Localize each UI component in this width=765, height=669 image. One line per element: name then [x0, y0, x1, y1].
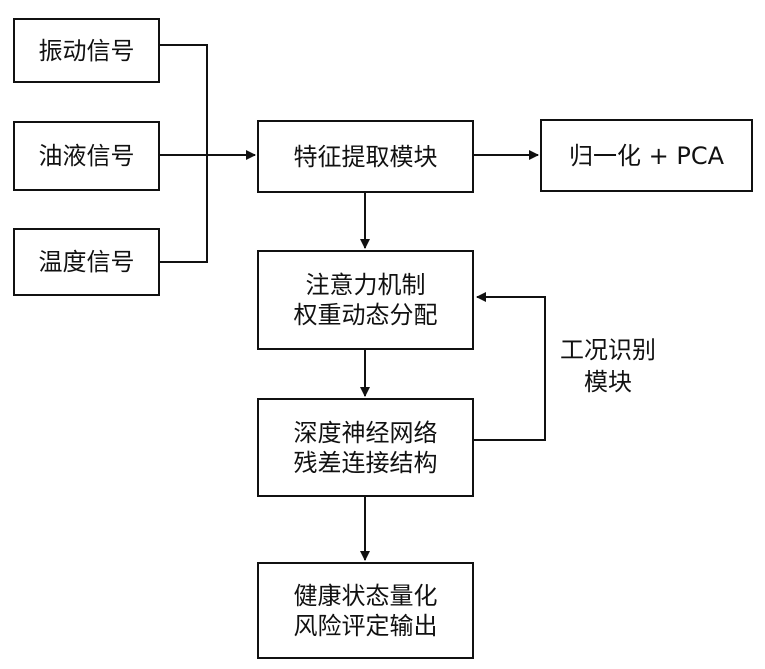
normalize-pca-label: 归一化 + PCA — [568, 141, 724, 170]
feature-extraction-box: 特征提取模块 — [257, 120, 474, 193]
condition-module-line2: 模块 — [584, 368, 632, 397]
output-line1: 健康状态量化 — [293, 581, 438, 610]
temperature-signal-label: 温度信号 — [38, 248, 135, 276]
temperature-connector — [160, 155, 208, 263]
attention-line1: 注意力机制 — [305, 271, 426, 299]
feature-extraction-label: 特征提取模块 — [293, 142, 438, 171]
condition-module-line1: 工况识别 — [560, 336, 656, 364]
oil-signal-box: 油液信号 — [13, 121, 160, 191]
vibration-signal-box: 振动信号 — [13, 18, 160, 83]
deep-network-box: 深度神经网络 残差连接结构 — [257, 398, 474, 497]
output-box: 健康状态量化 风险评定输出 — [257, 562, 474, 659]
normalize-pca-box: 归一化 + PCA — [540, 119, 753, 192]
attention-box: 注意力机制 权重动态分配 — [257, 250, 474, 350]
temperature-signal-box: 温度信号 — [13, 228, 160, 296]
output-line2: 风险评定输出 — [293, 611, 438, 640]
deep-network-line2: 残差连接结构 — [293, 448, 438, 477]
vibration-signal-label: 振动信号 — [38, 36, 135, 65]
vibration-connector — [160, 44, 208, 155]
condition-module-label: 工况识别 模块 — [548, 334, 668, 399]
oil-signal-label: 油液信号 — [38, 142, 135, 170]
deep-network-line1: 深度神经网络 — [293, 418, 438, 447]
attention-line2: 权重动态分配 — [293, 301, 438, 329]
condition-feedback-arrow — [474, 292, 546, 441]
